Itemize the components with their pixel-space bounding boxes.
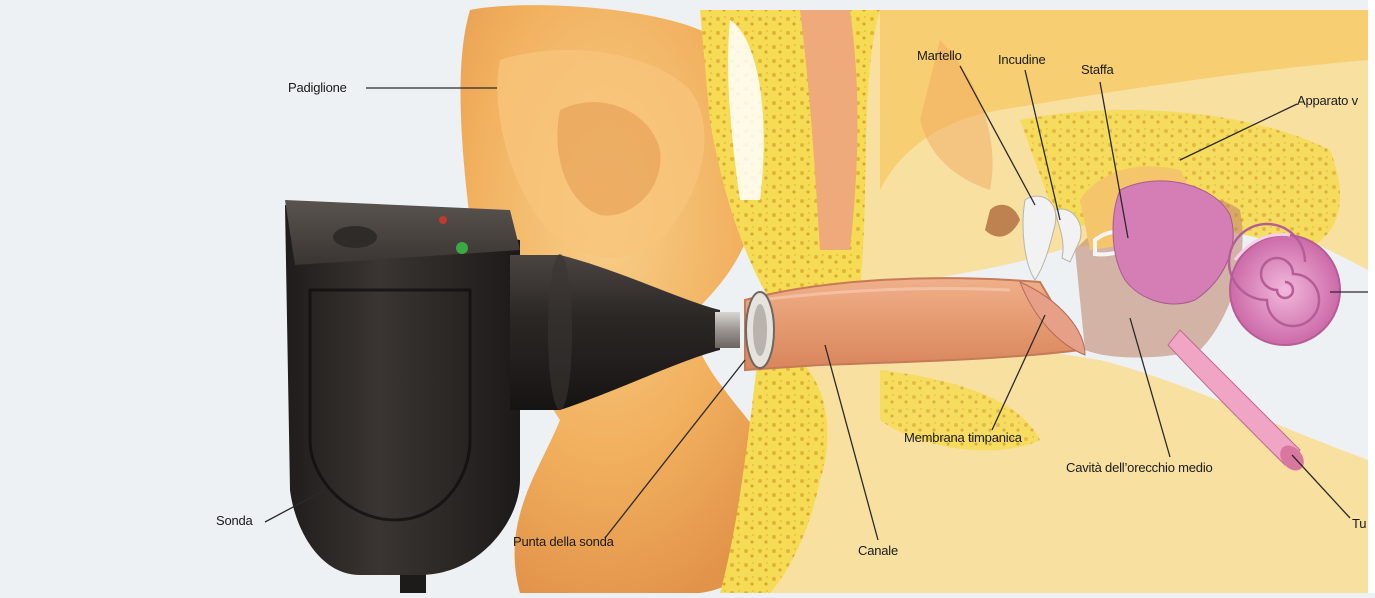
label-cavita: Cavità dell’orecchio medio [1066,460,1213,475]
label-punta-sonda: Punta della sonda [513,534,614,549]
label-canale: Canale [858,543,898,558]
label-membrana: Membrana timpanica [904,430,1022,445]
label-incudine: Incudine [998,52,1046,67]
cochlea [1230,235,1340,345]
label-padiglione: Padiglione [288,80,347,95]
label-sonda: Sonda [216,513,253,528]
label-apparato: Apparato v [1297,93,1358,108]
label-staffa: Staffa [1081,62,1114,77]
label-tuba: Tu [1352,516,1366,531]
ossicle-malleus [1023,196,1056,280]
label-martello: Martello [917,48,962,63]
